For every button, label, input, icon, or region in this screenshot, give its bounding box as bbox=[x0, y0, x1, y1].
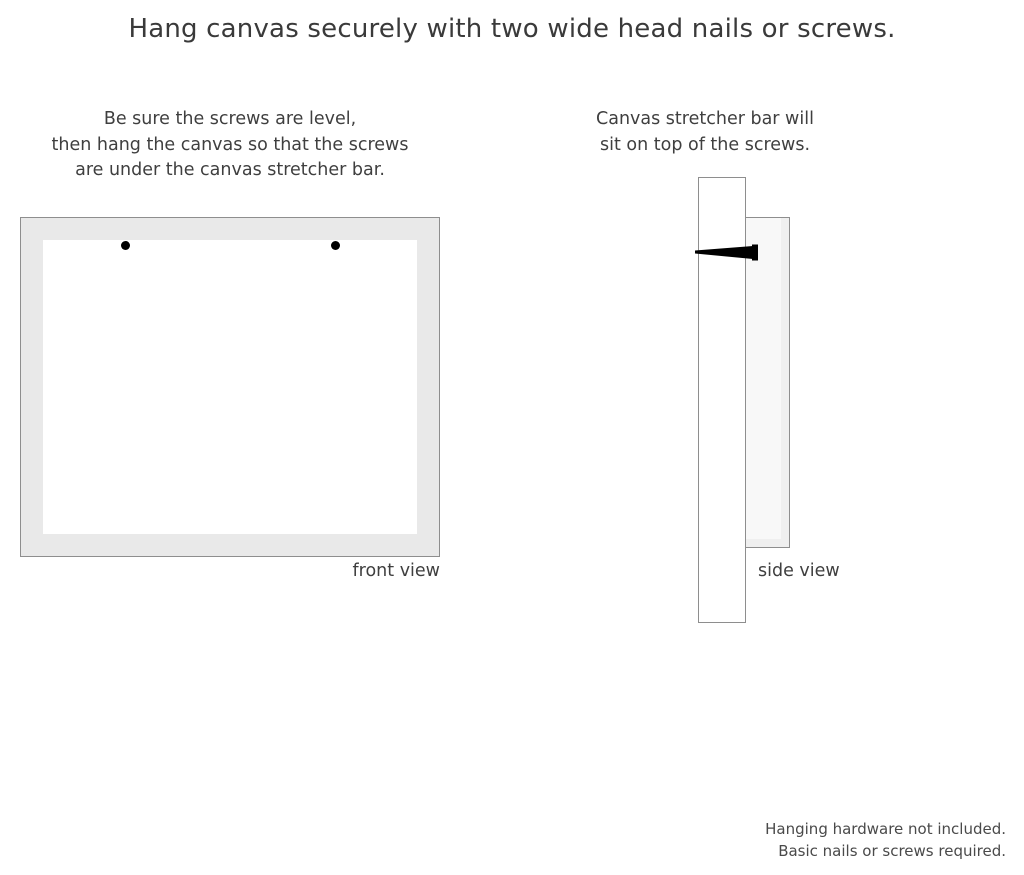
front-view-caption: Be sure the screws are level, then hang … bbox=[20, 107, 440, 184]
side-view-caption-line-2: sit on top of the screws. bbox=[599, 134, 811, 155]
screw-side-icon bbox=[695, 240, 767, 264]
canvas-frame-outer bbox=[20, 217, 440, 557]
front-view-caption-line-3: are under the canvas stretcher bar. bbox=[75, 160, 385, 180]
front-view-diagram bbox=[20, 217, 440, 557]
footer-line-2: Basic nails or screws required. bbox=[778, 842, 1006, 860]
canvas-face bbox=[43, 240, 417, 534]
footer-note: Hanging hardware not included. Basic nai… bbox=[765, 818, 1006, 862]
front-view-caption-line-2: then hang the canvas so that the screws bbox=[51, 134, 409, 155]
side-view-caption: Canvas stretcher bar will sit on top of … bbox=[560, 107, 850, 158]
stretcher-bar-face bbox=[746, 218, 781, 539]
front-view-caption-line-1: Be sure the screws are level, bbox=[103, 109, 357, 129]
page-title: Hang canvas securely with two wide head … bbox=[128, 14, 896, 44]
side-view-label: side view bbox=[758, 561, 840, 581]
screw-head-left-icon bbox=[121, 241, 130, 250]
front-view-label: front view bbox=[352, 561, 441, 581]
screw-head-right-icon bbox=[331, 241, 340, 250]
canvas-stretcher-bar bbox=[745, 217, 790, 548]
side-view-caption-line-1: Canvas stretcher bar will bbox=[596, 109, 814, 129]
footer-line-1: Hanging hardware not included. bbox=[765, 820, 1006, 838]
side-view-diagram bbox=[690, 170, 810, 630]
